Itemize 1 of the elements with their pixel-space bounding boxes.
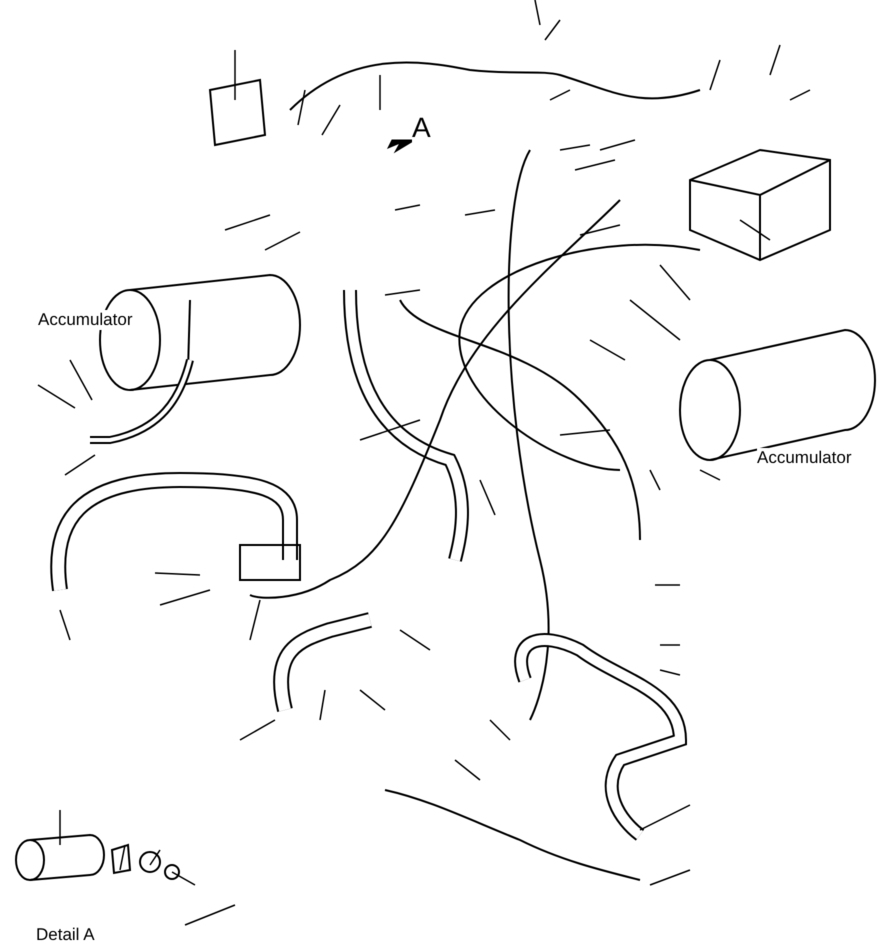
part-label: Accumulator	[38, 310, 132, 330]
